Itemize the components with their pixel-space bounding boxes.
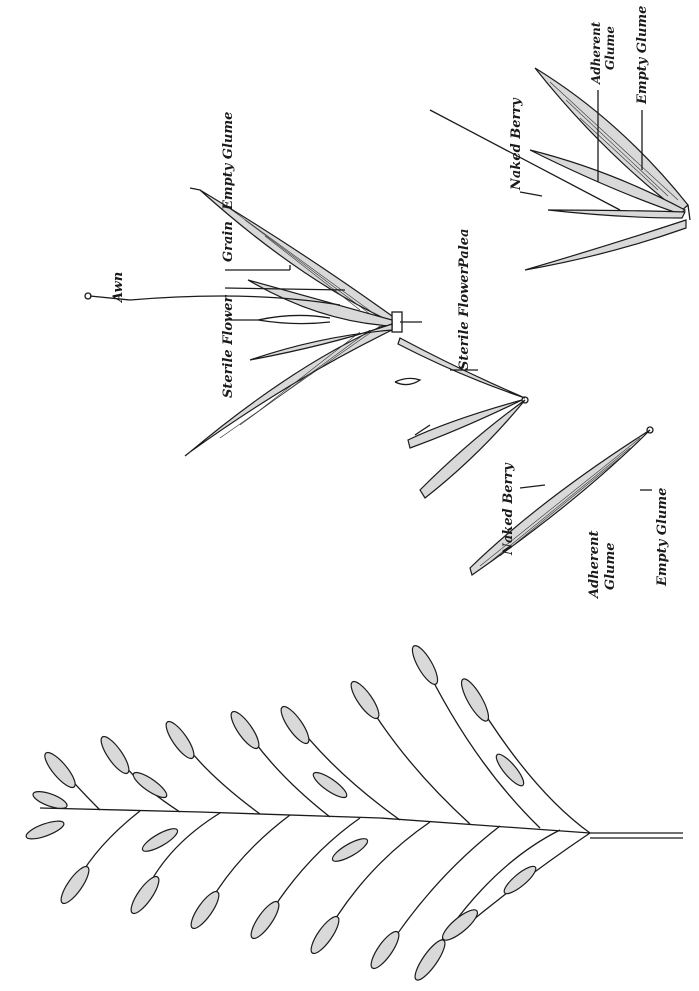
label-empty-glume-2: Empty Glume — [655, 488, 670, 587]
label-adherent-line1-3: Adherent — [589, 21, 603, 85]
label-awn: Awn — [111, 272, 126, 304]
label-sterile-flower: Sterile Flower — [221, 295, 236, 398]
spikelet-figure-1 — [85, 188, 422, 456]
leader-adherent-glume-2 — [520, 485, 545, 488]
label-adherent-line2-2: Glume — [603, 542, 618, 590]
label-adherent-line1-2: Adherent — [587, 531, 602, 600]
spikelet-figure-2 — [395, 338, 653, 575]
label-grain: Grain — [221, 221, 236, 262]
label-naked-berry-3: Naked Berry — [509, 97, 524, 191]
label-adherent-line2-3: Glume — [603, 26, 617, 70]
label-empty-glume: Empty Glume — [221, 112, 236, 211]
leader-naked-berry-3 — [520, 192, 542, 196]
panicle-spikelets — [24, 642, 539, 983]
oat-panicle-illustration — [24, 642, 683, 983]
label-empty-glume-3: Empty Glume — [635, 6, 650, 105]
label-palea: Palea — [457, 229, 472, 269]
label-sterile-flower-2: Sterile Flower — [457, 267, 472, 370]
label-naked-berry-2: Naked Berry — [501, 462, 516, 556]
